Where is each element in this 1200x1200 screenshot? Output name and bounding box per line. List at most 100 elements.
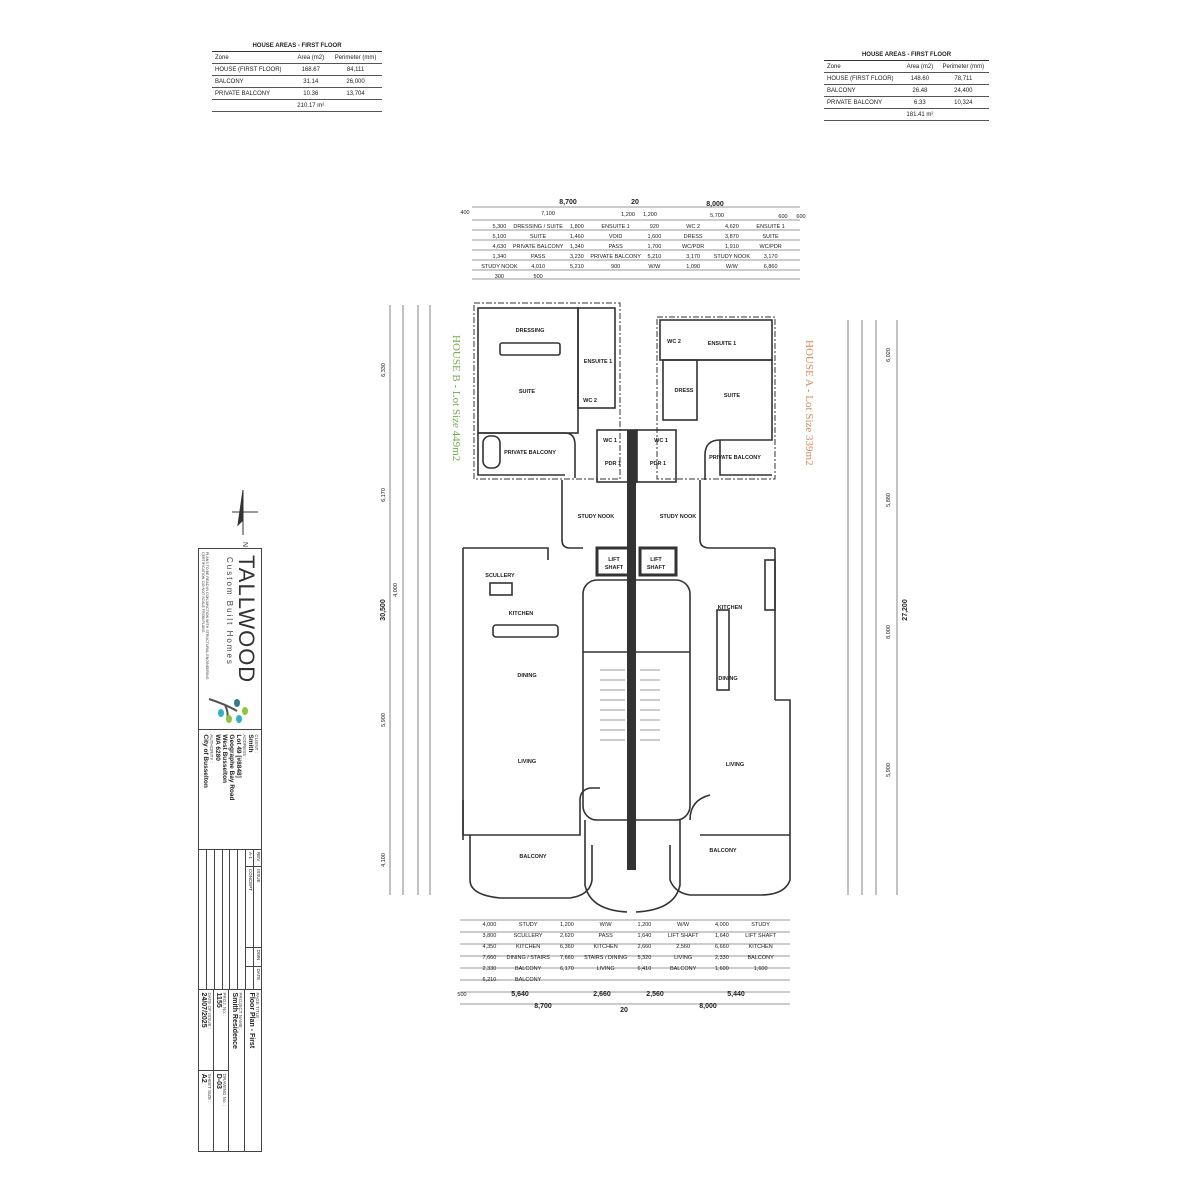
dim-label: 5,700: [710, 213, 724, 219]
room-pdr: PDR 1: [650, 461, 666, 467]
room-dressing: DRESSING: [516, 328, 545, 334]
dim-label: DRESSING / SUITE: [513, 224, 563, 230]
dim-label: 6,410: [637, 966, 651, 972]
north-arrow-icon: N: [232, 489, 258, 547]
dim-label: 5,210: [647, 254, 661, 260]
dimension-lines: [389, 206, 898, 1005]
col-area: Area (m2): [292, 51, 330, 64]
room-private-balcony: PRIVATE BALCONY: [504, 450, 556, 456]
dim-label: 5,900: [886, 763, 892, 777]
page-title: Floor Plan - First: [248, 992, 255, 1049]
total-area: 210.17 m²: [292, 99, 330, 112]
dim-label: W/W: [600, 922, 613, 928]
dim-label: 8,000: [886, 625, 892, 639]
dim-label: 900: [611, 264, 620, 270]
drawing-no: D-03: [215, 1073, 222, 1089]
col-zone: Zone: [824, 60, 903, 73]
dim-label: STUDY: [519, 922, 538, 928]
area: 26.48: [902, 84, 938, 97]
zone: PRIVATE BALCONY: [824, 96, 903, 109]
dim-label: 3,170: [764, 254, 778, 260]
dim-label: SUITE: [763, 234, 780, 240]
room-kitchen: KITCHEN: [509, 611, 533, 617]
tree-logo-icon: [208, 698, 248, 724]
room-private-balcony: PRIVATE BALCONY: [709, 455, 761, 461]
dim-label: 500: [457, 992, 466, 998]
dim-label: 6,330: [381, 363, 387, 377]
room-dining: DINING: [517, 673, 536, 679]
dim-label: BALCONY: [515, 966, 542, 972]
authority-label: AUTHORITY :: [209, 734, 214, 763]
page-title-label: PAGE TITLE :: [255, 992, 260, 1021]
dim-label: 1,700: [647, 244, 661, 250]
dim-label: LIFT SHAFT: [668, 933, 699, 939]
dim-label: 6,020: [886, 348, 892, 362]
dim-label: 2,560: [676, 944, 690, 950]
dim-label: STUDY: [751, 922, 770, 928]
address-line: Lot 49 [#8848]: [235, 734, 242, 778]
island-bench: [716, 609, 730, 691]
dim-label: 8,700: [534, 1003, 552, 1010]
dim-label: ENSUITE 1: [601, 224, 629, 230]
dim-label: 5,640: [511, 991, 529, 998]
client-value: Smith: [247, 734, 254, 753]
walls: [462, 302, 791, 913]
dim-label: 2,660: [637, 944, 651, 950]
title-block: TALLWOOD Custom Built Homes PLANS TO BE …: [198, 548, 262, 1152]
right-dimensions: 27,200 6,020 5,880 8,000 5,900: [886, 348, 909, 777]
dim-label: 2,330: [482, 966, 496, 972]
zone: HOUSE (FIRST FLOOR): [212, 63, 293, 76]
house-a-label: HOUSE A - Lot Size 339m2: [803, 340, 815, 466]
room-study-nook: STUDY NOOK: [660, 514, 697, 520]
dim-label: 1,910: [725, 244, 739, 250]
dim-label: 300: [495, 274, 504, 280]
dim-label: 6,660: [715, 944, 729, 950]
drawing-no-label: DRAWING No. :: [222, 1073, 227, 1107]
dim-label: STUDY NOOK: [481, 264, 518, 270]
room-living: LIVING: [518, 759, 536, 765]
room-ensuite: ENSUITE 1: [584, 359, 612, 365]
dim-label: 1,200: [643, 212, 657, 218]
dim-label: 5,210: [570, 264, 584, 270]
dim-label: 4,100: [381, 853, 387, 867]
dim-label: BALCONY: [515, 977, 542, 983]
room-wc1: WC 1: [654, 438, 668, 444]
dim-label: 8,000: [706, 201, 724, 208]
dim-label: 4,630: [492, 244, 506, 250]
bathtub-icon: [482, 435, 501, 469]
dim-label: 8,000: [699, 1003, 717, 1010]
dim-label: WC 2: [686, 224, 700, 230]
room-suite: SUITE: [519, 389, 536, 395]
issue-date: 24/07/2025: [200, 992, 207, 1028]
disclaimer-note: PLANS TO BE READ IN CONJUNCTION WITH STR…: [201, 552, 209, 680]
island-bench: [492, 624, 559, 638]
dim-label: 4,000: [482, 922, 496, 928]
dim-label: WC/PDR: [759, 244, 781, 250]
address-line: WA 6280: [214, 734, 221, 761]
dim-label: 600: [778, 214, 787, 220]
dim-label: LIFT SHAFT: [745, 933, 776, 939]
area: 31.14: [292, 75, 330, 88]
dim-label: 1,340: [570, 244, 584, 250]
house-a-area-table: HOUSE AREAS - FIRST FLOOR Zone Area (m2)…: [824, 49, 989, 121]
dim-label: 600: [796, 214, 805, 220]
left-dimensions: 30,500 6,330 6,170 4,000 5,900 4,100: [380, 363, 399, 867]
perimeter: 26,000: [329, 75, 382, 88]
total-area: 181.41 m²: [902, 108, 938, 121]
dim-label: 3,870: [725, 234, 739, 240]
dim-label: 7,100: [541, 211, 555, 217]
house-b-ensuite-walls: [577, 307, 616, 409]
dim-label: 5,900: [381, 713, 387, 727]
address-line: West Busselton: [221, 734, 228, 784]
dim-label: W/W: [677, 922, 690, 928]
room-wc1: WC 1: [603, 438, 617, 444]
rev-code: A-1: [246, 850, 254, 868]
dim-label: 6,210: [482, 977, 496, 983]
room-lift-shaft: SHAFT: [605, 565, 624, 571]
dim-label: 7,660: [482, 955, 496, 961]
